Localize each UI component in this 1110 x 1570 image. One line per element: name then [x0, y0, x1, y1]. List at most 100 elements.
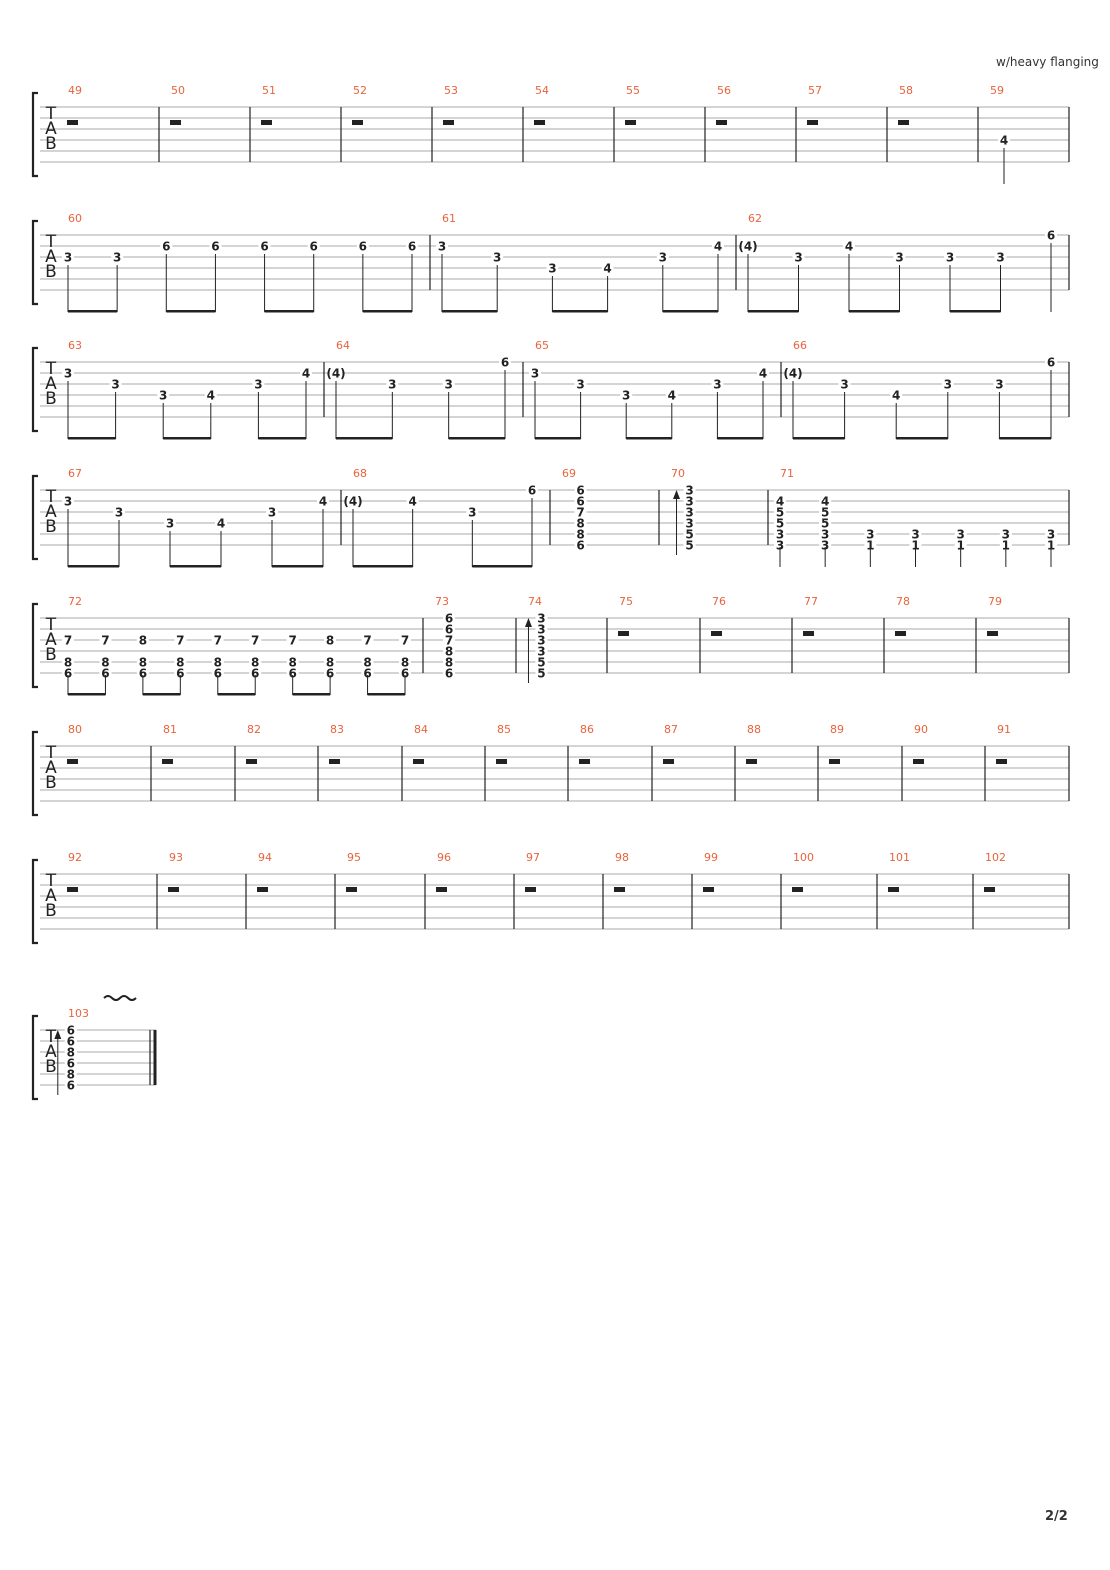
- whole-rest: [346, 887, 357, 892]
- fret-number: 8: [445, 656, 453, 670]
- system-bracket: [31, 474, 38, 561]
- fret-number: 3: [911, 528, 919, 542]
- fret-knockout: [436, 241, 448, 251]
- fret-number: 4: [603, 262, 611, 276]
- fret-number: 3: [388, 378, 396, 392]
- measure-number: 90: [914, 723, 928, 736]
- measure-number: 88: [747, 723, 761, 736]
- fret-knockout: [324, 635, 337, 645]
- fret-number: 3: [166, 517, 174, 531]
- whole-rest: [895, 631, 906, 636]
- fret-knockout: [954, 529, 967, 539]
- measure-number: 101: [889, 851, 910, 864]
- fret-knockout: [574, 379, 587, 389]
- fret-number: 3: [946, 251, 954, 265]
- fret-knockout: [683, 485, 696, 495]
- beam: [336, 437, 393, 440]
- fret-number: 7: [214, 634, 222, 648]
- measure-number: 57: [808, 84, 822, 97]
- fret-knockout: [864, 540, 877, 550]
- fret-number: 3: [113, 251, 121, 265]
- tab-clef-letter: A: [45, 374, 57, 394]
- fret-knockout: [535, 657, 548, 667]
- fret-knockout: [574, 507, 587, 517]
- fret-number: 6: [576, 539, 584, 553]
- tab-clef-letter: T: [45, 743, 57, 763]
- whole-rest: [329, 759, 340, 764]
- measure-number: 78: [896, 595, 910, 608]
- fret-number: 7: [363, 634, 371, 648]
- fret-number: 4: [217, 517, 225, 531]
- measure-number: 63: [68, 339, 82, 352]
- measure-number: 83: [330, 723, 344, 736]
- system-bracket: [31, 602, 38, 689]
- fret-knockout: [356, 241, 369, 251]
- strum-arrow-head: [673, 490, 681, 499]
- beam: [170, 565, 221, 568]
- fret-number: 3: [895, 251, 903, 265]
- measure-number: 97: [526, 851, 540, 864]
- fret-knockout: [406, 496, 419, 506]
- strum-arrow-head: [54, 1030, 62, 1039]
- fret-knockout: [209, 241, 222, 251]
- beam: [68, 437, 116, 440]
- fret-knockout: [99, 657, 112, 667]
- fret-number: 4: [892, 389, 900, 403]
- fret-number: 7: [64, 634, 72, 648]
- fret-knockout: [711, 379, 724, 389]
- fret-number: 8: [326, 634, 334, 648]
- measure-number: 64: [336, 339, 350, 352]
- fret-knockout: [204, 390, 217, 400]
- fret-number: 3: [622, 389, 630, 403]
- measure-number: 98: [615, 851, 629, 864]
- fret-knockout: [998, 135, 1010, 145]
- fret-number: 4: [408, 495, 416, 509]
- fret-knockout: [742, 241, 754, 251]
- fret-knockout: [443, 624, 456, 634]
- fret-number: 6: [260, 240, 268, 254]
- fret-knockout: [1045, 230, 1057, 240]
- fret-knockout: [683, 540, 696, 550]
- fret-knockout: [64, 1058, 77, 1068]
- measure-number: 72: [68, 595, 82, 608]
- fret-number: 8: [288, 656, 296, 670]
- fret-knockout: [62, 635, 74, 645]
- fret-knockout: [574, 529, 587, 539]
- fret-knockout: [64, 1069, 77, 1079]
- beam: [142, 693, 181, 696]
- fret-number: 3: [64, 495, 72, 509]
- fret-number: (4): [738, 240, 757, 254]
- fret-knockout: [526, 485, 538, 495]
- fret-knockout: [136, 657, 149, 667]
- fret-knockout: [324, 668, 337, 678]
- whole-rest: [496, 759, 507, 764]
- fret-knockout: [819, 496, 832, 506]
- tab-clef-letter: A: [45, 502, 57, 522]
- whole-rest: [67, 759, 78, 764]
- fret-knockout: [160, 241, 173, 251]
- measure-number: 95: [347, 851, 361, 864]
- fret-knockout: [774, 496, 786, 506]
- fret-number: 3: [1047, 528, 1055, 542]
- fret-knockout: [211, 635, 224, 645]
- beam: [552, 310, 608, 313]
- whole-rest: [246, 759, 257, 764]
- fret-number: 3: [685, 506, 693, 520]
- fret-knockout: [64, 1025, 77, 1035]
- whole-rest: [436, 887, 447, 892]
- fret-knockout: [174, 668, 187, 678]
- beam: [662, 310, 718, 313]
- measure-number: 85: [497, 723, 511, 736]
- measure-number: 76: [712, 595, 726, 608]
- system-bracket: [31, 346, 38, 433]
- fret-knockout: [546, 263, 559, 273]
- fret-knockout: [535, 635, 548, 645]
- measure-number: 77: [804, 595, 818, 608]
- measure-number: 80: [68, 723, 82, 736]
- tab-clef-letter: B: [45, 645, 57, 665]
- fret-number: 8: [401, 656, 409, 670]
- fret-knockout: [347, 496, 359, 506]
- tab-clef-letter: B: [45, 262, 57, 282]
- fret-knockout: [317, 496, 329, 506]
